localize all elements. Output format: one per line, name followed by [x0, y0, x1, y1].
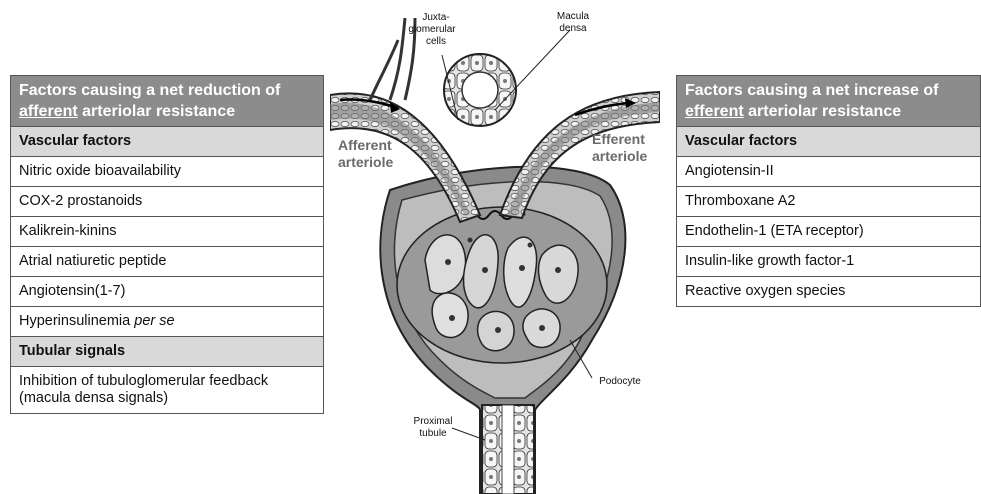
afferent-panel-title: Factors causing a net reduction of affer… [11, 76, 323, 127]
label-efferent-2: arteriole [592, 148, 647, 164]
label-efferent-1: Efferent [592, 131, 645, 147]
right-factor-item: Thromboxane A2 [677, 187, 980, 217]
left-section-heading: Tubular signals [11, 337, 323, 367]
label-afferent-2: arteriole [338, 154, 393, 170]
left-factor-item: Nitric oxide bioavailability [11, 157, 323, 187]
left-factor-item: COX-2 prostanoids [11, 187, 323, 217]
afferent-title-underlined: afferent [19, 103, 78, 120]
left-section-heading: Vascular factors [11, 127, 323, 157]
left-factor-item: Inhibition of tubuloglomerular feedback … [11, 367, 323, 413]
label-juxta-1: Juxta- [422, 12, 449, 23]
afferent-title-text: Factors causing a net reduction of [19, 82, 280, 99]
right-factor-item: Endothelin-1 (ETA receptor) [677, 217, 980, 247]
efferent-panel-title: Factors causing a net increase of effere… [677, 76, 980, 127]
right-factor-item: Angiotensin-II [677, 157, 980, 187]
capillary-tuft [397, 207, 607, 363]
efferent-title-text: Factors causing a net increase of [685, 82, 938, 99]
label-proximal-1: Proximal [414, 416, 453, 427]
label-macula-2: densa [559, 23, 587, 34]
efferent-title-text-end: arteriolar resistance [744, 103, 901, 120]
label-juxta-2: glomerular [408, 24, 456, 35]
label-podocyte: Podocyte [599, 376, 641, 387]
label-proximal-2: tubule [419, 428, 447, 439]
right-factor-item: Insulin-like growth factor-1 [677, 247, 980, 277]
label-macula-1: Macula [557, 11, 590, 22]
left-factor-item: Hyperinsulinemia per se [11, 307, 323, 337]
left-factor-item-text: Hyperinsulinemia [19, 313, 134, 329]
left-factor-item: Atrial natiuretic peptide [11, 247, 323, 277]
afferent-factors-panel: Factors causing a net reduction of affer… [10, 75, 324, 414]
efferent-factors-panel: Factors causing a net increase of effere… [676, 75, 981, 307]
glomerulus-diagram: Juxta- glomerular cells Macula densa Pod… [330, 0, 660, 494]
efferent-title-underlined: efferent [685, 103, 744, 120]
right-factor-item: Reactive oxygen species [677, 277, 980, 306]
right-section-heading: Vascular factors [677, 127, 980, 157]
label-afferent-1: Afferent [338, 137, 392, 153]
afferent-title-text-end: arteriolar resistance [78, 103, 235, 120]
left-factor-item: Angiotensin(1-7) [11, 277, 323, 307]
label-juxta-3: cells [426, 36, 446, 47]
left-factor-item-italic: per se [134, 313, 174, 329]
macula-densa [444, 54, 516, 126]
left-factor-item: Kalikrein-kinins [11, 217, 323, 247]
